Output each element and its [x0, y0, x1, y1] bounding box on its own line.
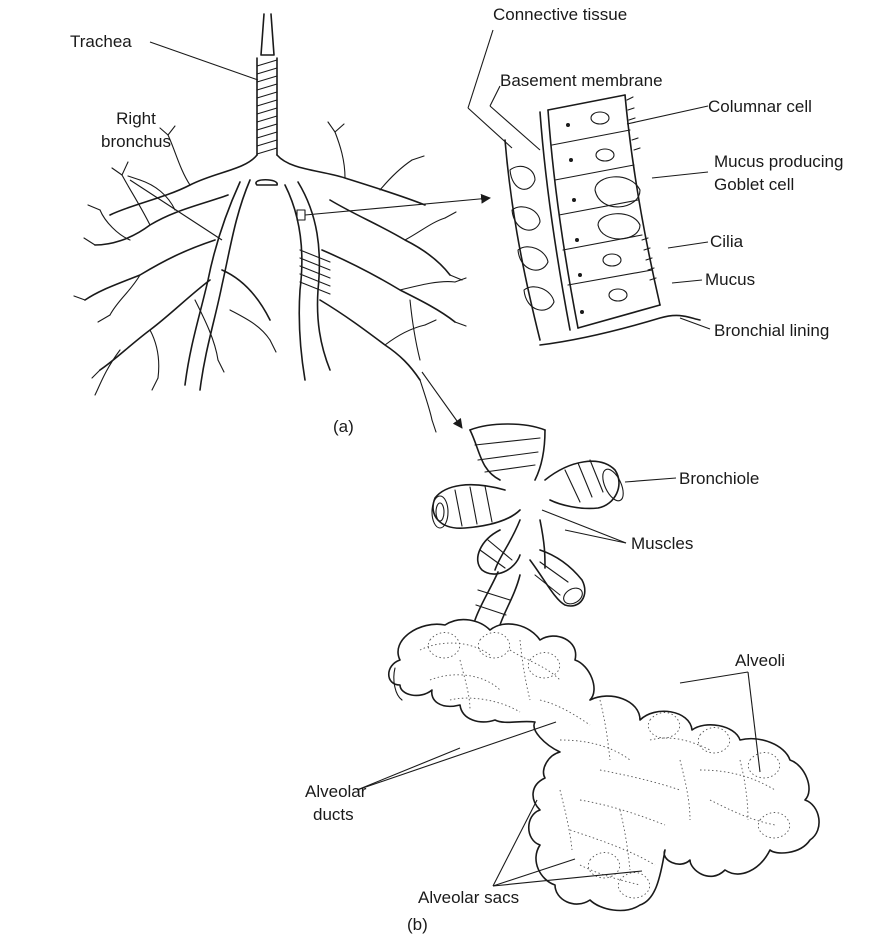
- label-right-bronchus-line1: Right: [96, 109, 176, 129]
- bronchiole-structure: [432, 424, 627, 625]
- label-alveolar-sacs: Alveolar sacs: [418, 888, 519, 908]
- label-alveolar-ducts-line2: ducts: [313, 805, 354, 825]
- label-alveolar-ducts-line1: Alveolar: [305, 782, 366, 802]
- label-cilia: Cilia: [710, 232, 743, 252]
- label-bronchiole: Bronchiole: [679, 469, 759, 489]
- label-connective-tissue: Connective tissue: [493, 5, 627, 25]
- label-right-bronchus-line2: bronchus: [96, 132, 176, 152]
- label-goblet-line2: Goblet cell: [714, 175, 794, 195]
- label-goblet-line1: Mucus producing: [714, 152, 843, 172]
- label-columnar-cell: Columnar cell: [708, 97, 812, 117]
- bronchial-lining-detail: [505, 95, 700, 345]
- trachea-shape: [257, 14, 277, 155]
- leader-lines: [130, 30, 760, 886]
- label-panel-b: (b): [407, 915, 428, 935]
- label-panel-a: (a): [333, 417, 354, 437]
- label-muscles: Muscles: [631, 534, 693, 554]
- label-alveoli: Alveoli: [735, 651, 785, 671]
- label-bronchial-lining: Bronchial lining: [714, 321, 829, 341]
- label-mucus: Mucus: [705, 270, 755, 290]
- label-trachea: Trachea: [70, 32, 132, 52]
- bronchial-tree: [74, 14, 466, 432]
- label-basement-membrane: Basement membrane: [500, 71, 663, 91]
